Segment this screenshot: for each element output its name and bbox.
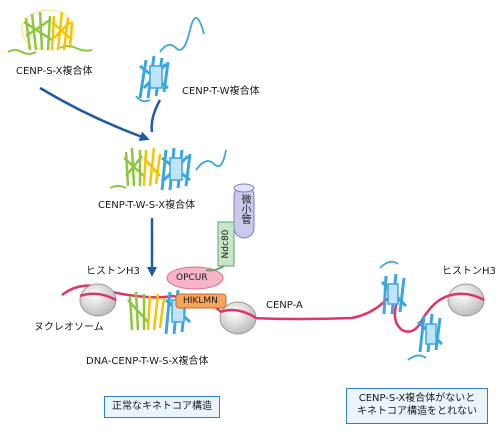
nucleosome-cenpa — [219, 301, 257, 335]
nucleosome-right — [447, 283, 485, 317]
nucleosome-left — [79, 283, 117, 317]
label-cenp-sx: CENP-S-X複合体 — [16, 66, 93, 77]
caption-normal: 正常なキネトコア構造 — [104, 396, 220, 418]
label-cenp-twsx: CENP-T-W-S-X複合体 — [98, 200, 196, 211]
caption-abnormal: CENP-S-X複合体がないと キネトコア構造をとれない — [346, 388, 488, 424]
microtubule — [233, 183, 255, 239]
hiklmn-complex — [175, 293, 227, 309]
label-ndc80: Ndc80 — [221, 229, 231, 259]
label-cenp-tw: CENP-T-W複合体 — [182, 86, 260, 97]
cenp-twsx-complex — [109, 147, 227, 191]
cenp-tw-complex — [135, 17, 205, 103]
caption-normal-text: 正常なキネトコア構造 — [112, 401, 212, 412]
label-hiklmn: HIKLMN — [183, 296, 218, 306]
label-microtubule: 微小管 — [239, 194, 250, 224]
label-nucleosome: ヌクレオソーム — [34, 322, 104, 333]
ndc80-link — [205, 265, 225, 272]
label-histone-left: ヒストンH3 — [86, 266, 140, 277]
tw-join-curve — [150, 99, 162, 133]
label-opcur: OPCUR — [176, 273, 208, 283]
cenp-tw-unbound-1 — [379, 260, 408, 315]
label-cenp-a: CENP-A — [266, 300, 303, 311]
cenp-sx-complex-top — [7, 9, 93, 55]
caption-abnormal-line2: キネトコア構造をとれない — [357, 406, 477, 417]
label-histone-right: ヒストンH3 — [442, 266, 496, 277]
caption-abnormal-line1: CENP-S-X複合体がないと — [358, 393, 476, 404]
ndc80 — [217, 221, 235, 267]
label-dna-complex: DNA-CENP-T-W-S-X複合体 — [86, 356, 209, 367]
merge-arrow — [39, 86, 150, 141]
opcur-complex — [166, 266, 224, 290]
cenp-tw-unbound-2 — [407, 313, 444, 361]
